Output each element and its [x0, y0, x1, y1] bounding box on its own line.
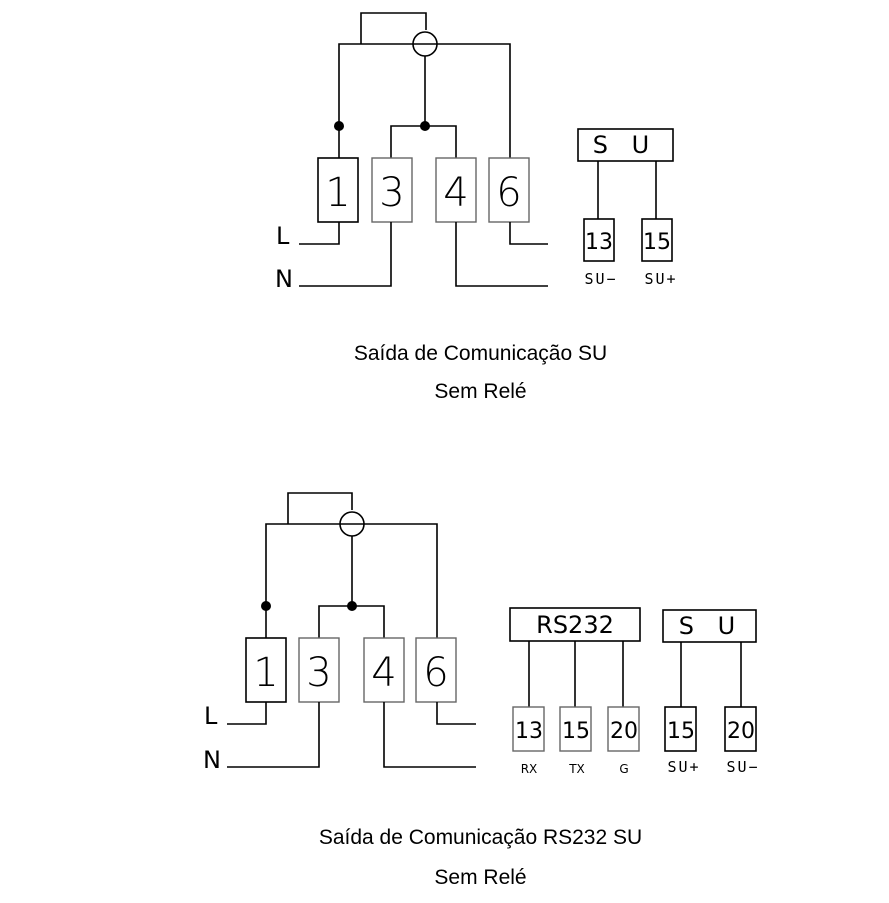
su-label: SU−	[726, 758, 759, 776]
terminal-3	[371, 157, 413, 223]
rs232-terminal-20	[607, 706, 640, 752]
terminal-label: 4	[443, 170, 468, 216]
rs232-terminal-number: 20	[610, 719, 638, 744]
terminal-6	[488, 157, 530, 223]
output-terminal-15	[641, 218, 673, 262]
output-label: SU+	[644, 270, 677, 288]
output-terminal-number: 15	[643, 230, 671, 255]
terminal-label: 4	[371, 650, 396, 696]
diagram-2-subcaption: Sem Relé	[434, 866, 527, 889]
rs232-box-label: RS232	[536, 611, 614, 639]
su-box	[662, 609, 757, 643]
su-box-label: S U	[679, 612, 743, 640]
rs232-label: G	[619, 762, 628, 776]
su-terminal-number: 15	[667, 719, 695, 744]
rs232-box	[509, 607, 641, 642]
terminal-label: 1	[325, 170, 350, 216]
terminal-label: 3	[379, 170, 404, 216]
diagram-2: 1 3 4 6 L N RS232 13 15 20 RX TX G S U 1…	[203, 492, 759, 776]
junction-dot	[420, 121, 430, 131]
diagram-1-subcaption: Sem Relé	[434, 380, 527, 403]
rs232-label: TX	[568, 762, 585, 776]
terminal-1	[245, 637, 287, 703]
junction-dot	[261, 601, 271, 611]
su-label: SU+	[667, 758, 700, 776]
rs232-label: RX	[521, 762, 538, 776]
su-terminal-number: 20	[727, 719, 755, 744]
diagram-1: 1 3 4 6 L N S U 13 15 SU− SU+	[275, 12, 677, 293]
line-label-L: L	[204, 702, 218, 730]
output-terminal-13	[583, 218, 615, 262]
terminal-3	[298, 637, 340, 703]
output-label: SU−	[584, 270, 617, 288]
su-box	[577, 128, 674, 162]
terminal-6	[415, 637, 457, 703]
su-box-label: S U	[593, 131, 657, 159]
junction-dot	[334, 121, 344, 131]
terminal-label: 1	[253, 650, 278, 696]
line-label-L: L	[276, 222, 290, 250]
terminal-4	[363, 637, 405, 703]
diagram-1-caption: Saída de Comunicação SU	[353, 342, 608, 365]
output-terminal-number: 13	[585, 230, 613, 255]
su-terminal-20	[724, 706, 757, 752]
terminal-label: 3	[306, 650, 331, 696]
line-label-N: N	[275, 265, 293, 293]
rs232-terminal-15	[559, 706, 592, 752]
rs232-terminal-number: 13	[515, 719, 543, 744]
rs232-terminal-13	[512, 706, 545, 752]
line-label-N: N	[203, 746, 221, 774]
rs232-terminal-number: 15	[562, 719, 590, 744]
su-terminal-15	[664, 706, 697, 752]
terminal-4	[435, 157, 477, 223]
diagram-2-caption: Saída de Comunicação RS232 SU	[318, 826, 643, 849]
terminal-1	[317, 157, 359, 223]
junction-dot	[347, 601, 357, 611]
terminal-label: 6	[496, 170, 521, 216]
terminal-label: 6	[423, 650, 448, 696]
